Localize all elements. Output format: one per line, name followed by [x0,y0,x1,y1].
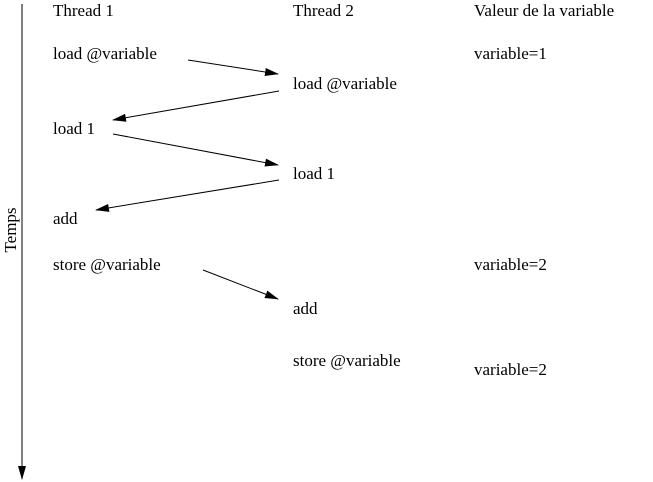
arrow-t1-store-variable-to-t2-add [202,269,279,300]
thread1-step-store-variable: store @variable [53,255,161,274]
arrow-t1-load-1-to-t2-load-1 [112,133,279,167]
header-variable-value: Valeur de la variable [474,1,615,20]
thread1-step-load-1: load 1 [53,119,96,138]
arrow-t2-load-variable-to-t1-load-1 [112,90,280,122]
thread1-step-add: add [53,209,78,228]
thread2-step-load-1: load 1 [293,164,336,183]
thread2-step-store-variable: store @variable [293,351,401,370]
variable-value-3: variable=2 [474,360,547,379]
thread2-step-load-variable: load @variable [293,74,397,93]
arrow-t2-load-1-to-t1-add [95,179,280,212]
arrow-t1-load-variable-to-t2-load-variable [187,59,279,76]
thread2-step-add: add [293,299,318,318]
header-thread-2: Thread 2 [293,1,354,20]
variable-value-2: variable=2 [474,255,547,274]
variable-value-1: variable=1 [474,44,547,63]
header-thread-1: Thread 1 [53,1,114,20]
thread1-step-load-variable: load @variable [53,44,157,63]
